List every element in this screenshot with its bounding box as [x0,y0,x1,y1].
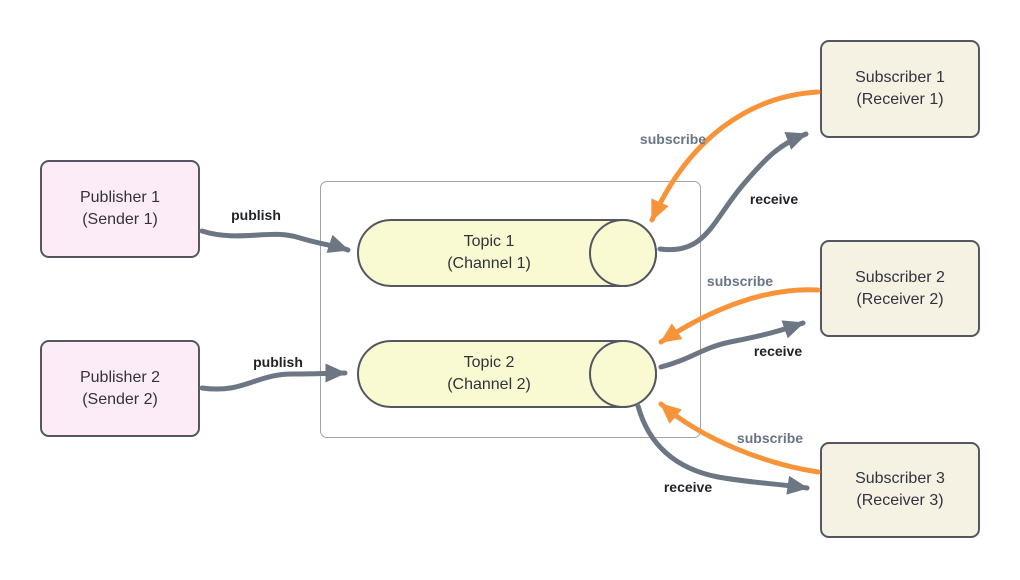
publish-2-label: publish [253,354,303,370]
topic-2-subtitle: (Channel 2) [447,376,531,393]
subscribe-2-label: subscribe [706,273,774,289]
subscriber-3-title: Subscriber 3 [855,470,945,487]
publisher-2-subtitle: (Sender 2) [82,390,158,408]
subscriber-2-subtitle: (Receiver 2) [856,290,944,308]
receive-1-label: receive [749,191,799,207]
publisher-1-subtitle: (Sender 1) [82,211,158,228]
topic-1-title: Topic 1 [463,233,515,250]
publisher-1-box: Publisher 1 (Sender 1) [40,160,200,258]
subscriber-2-box: Subscriber 2 (Receiver 2) [820,240,980,337]
subscribe-3-label: subscribe [736,430,804,446]
topic-1-subtitle: (Channel 1) [447,255,531,272]
subscribe-1-label: subscribe [639,131,707,147]
topic-2-title: Topic 2 [463,354,515,371]
topic-1-label: Topic 1 (Channel 1) [399,231,579,275]
broker-container [320,181,701,438]
subscriber-2-title: Subscriber 2 [855,268,945,286]
subscriber-3-box: Subscriber 3 (Receiver 3) [820,442,980,538]
publisher-2-title: Publisher 2 [79,368,161,386]
receive-3-label: receive [663,479,713,495]
subscriber-1-subtitle: (Receiver 1) [856,91,944,108]
subscriber-3-subtitle: (Receiver 3) [856,492,944,509]
topic-2-label: Topic 2 (Channel 2) [399,352,579,396]
publisher-2-box: Publisher 2 (Sender 2) [40,340,200,437]
subscriber-1-box: Subscriber 1 (Receiver 1) [820,40,980,138]
publisher-1-title: Publisher 1 [79,189,161,206]
publish-1-label: publish [231,207,281,223]
subscriber-1-title: Subscriber 1 [855,69,945,86]
receive-2-label: receive [753,343,803,359]
